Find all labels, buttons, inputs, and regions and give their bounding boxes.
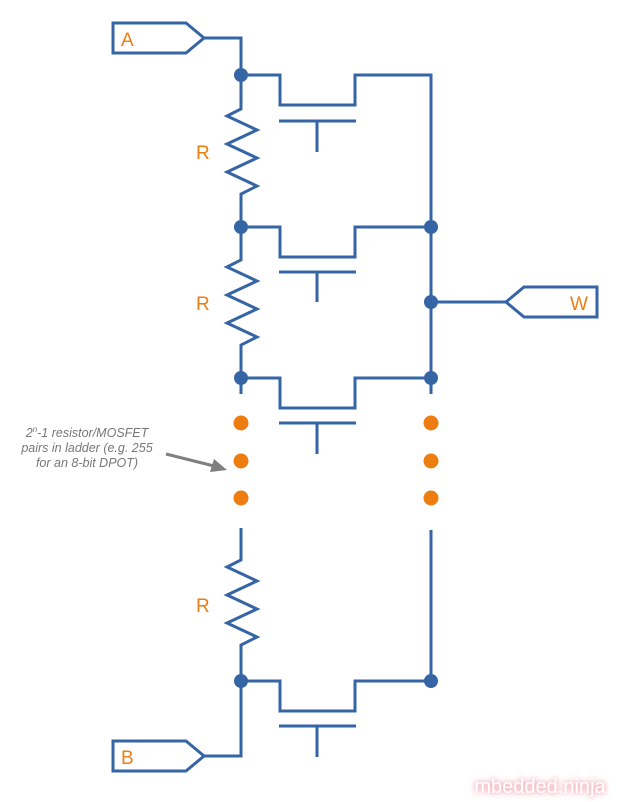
- junction-node: [424, 295, 438, 309]
- mosfet-2-gate: [279, 270, 356, 302]
- wire-a: [204, 36, 243, 75]
- junction-node: [234, 220, 248, 234]
- junction-node: [234, 674, 248, 688]
- terminal-b: B: [111, 681, 243, 773]
- junction-node: [424, 371, 438, 385]
- resistor-2-symbol: [223, 227, 261, 378]
- resistor-1-symbol: [223, 75, 261, 227]
- resistor-1-label: R: [196, 143, 210, 164]
- mosfet-n: [241, 679, 431, 757]
- ellipsis-left: [233, 415, 249, 506]
- ellipsis-dot: [423, 415, 439, 431]
- annotation-line-1: 2n-1 resistor/MOSFET: [25, 425, 150, 440]
- mosfet-1: [241, 73, 433, 227]
- annotation-arrow: [165, 452, 215, 468]
- mosfet-1-channel: [241, 73, 433, 227]
- resistor-n-symbol: [223, 528, 261, 681]
- mosfet-3-gate: [279, 421, 356, 454]
- resistor-1: R: [196, 75, 261, 227]
- ellipsis-dot: [423, 453, 439, 469]
- mosfet-3: [241, 376, 431, 454]
- ellipsis-right: [423, 415, 439, 506]
- ellipsis-dot: [423, 490, 439, 506]
- annotation: 2n-1 resistor/MOSFET pairs in ladder (e.…: [20, 425, 227, 472]
- mosfet-n-gate: [279, 724, 356, 757]
- annotation-line-2: pairs in ladder (e.g. 255: [20, 441, 152, 455]
- ellipsis-dot: [233, 490, 249, 506]
- junction-node: [424, 220, 438, 234]
- wire-b: [204, 681, 243, 758]
- junction-node: [234, 371, 248, 385]
- terminal-a-flag: [111, 21, 207, 55]
- terminal-w: W: [431, 285, 599, 319]
- ellipsis-dot: [233, 453, 249, 469]
- mosfet-3-channel: [241, 376, 431, 410]
- terminal-b-flag: [111, 739, 207, 773]
- annotation-line-3: for an 8-bit DPOT): [36, 456, 138, 470]
- terminal-a: A: [111, 21, 243, 75]
- arrowhead-icon: [210, 459, 227, 472]
- junction-node: [424, 674, 438, 688]
- mosfet-2-channel: [241, 225, 431, 259]
- resistor-n-label: R: [196, 596, 210, 617]
- resistor-n: R: [196, 528, 261, 681]
- mosfet-n-channel: [241, 679, 431, 713]
- terminal-b-label: B: [121, 748, 134, 769]
- resistor-2: R: [196, 227, 261, 378]
- mosfet-2: [241, 225, 431, 302]
- terminal-w-label: W: [570, 294, 588, 315]
- terminal-w-flag: [503, 285, 599, 319]
- ellipsis-dot: [233, 415, 249, 431]
- terminal-a-label: A: [121, 30, 134, 51]
- resistor-2-label: R: [196, 294, 210, 315]
- junction-node: [234, 68, 248, 82]
- watermark: mbedded.ninja: [474, 776, 606, 798]
- mosfet-1-gate: [279, 119, 356, 152]
